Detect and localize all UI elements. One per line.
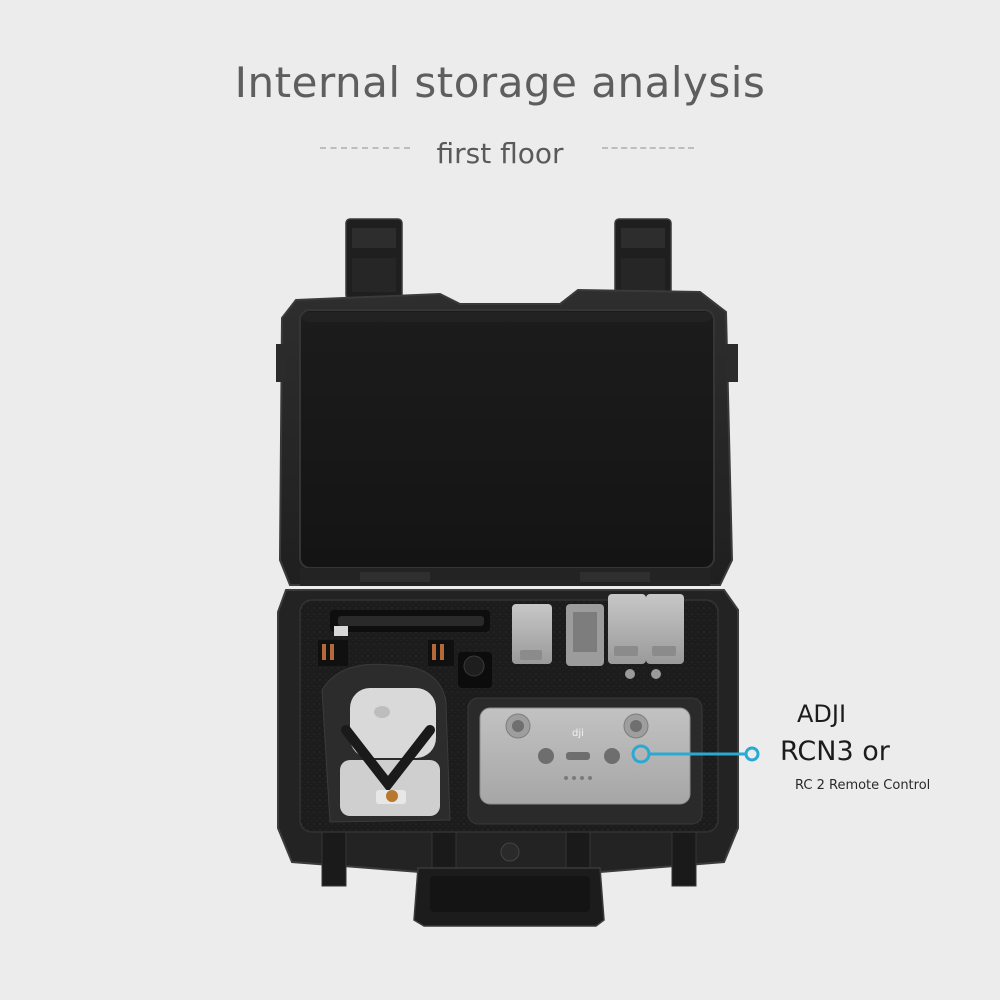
page-subtitle: first floor [436, 137, 564, 170]
callout-line-2: RCN3 or [780, 736, 890, 767]
callout-leader [631, 744, 760, 764]
controller-brand: dji [572, 728, 584, 739]
remote-controller: dji [479, 707, 691, 805]
lid-foam-panel [299, 309, 715, 569]
subtitle-rule-right [602, 147, 694, 149]
lid-latch-right [614, 218, 672, 300]
callout-line-3: RC 2 Remote Control [795, 778, 931, 793]
battery-group [512, 594, 684, 679]
drone [340, 688, 440, 816]
subtitle-rule-left [320, 147, 410, 149]
lid-latch-left [345, 218, 403, 300]
page-title: Internal storage analysis [234, 58, 766, 107]
callout-line-1: ADJI [797, 700, 847, 728]
